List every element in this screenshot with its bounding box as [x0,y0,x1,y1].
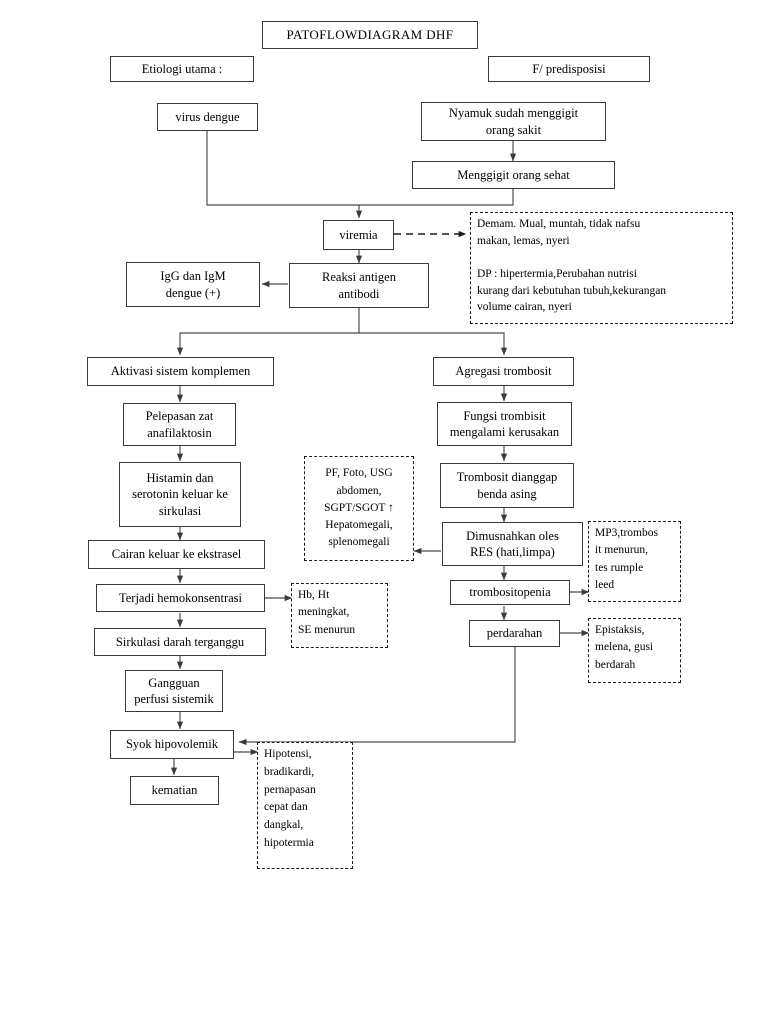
node-syok-hipovolemik: Syok hipovolemik [110,730,234,759]
node-trombositopenia: trombositopenia [450,580,570,605]
node-hipotensi-bradikardi: Hipotensi, bradikardi, pernapasan cepat … [257,742,353,869]
node-aktivasi-sistem-komplemen: Aktivasi sistem komplemen [87,357,274,386]
node-mp3-trombosit-menurun: MP3,trombos it menurun, tes rumple leed [588,521,681,602]
node-gejala-dp: Demam. Mual, muntah, tidak nafsu makan, … [470,212,733,324]
node-terjadi-hemokonsentrasi: Terjadi hemokonsentrasi [96,584,265,612]
node-f-predisposisi: F/ predisposisi [488,56,650,82]
node-menggigit-orang-sehat: Menggigit orang sehat [412,161,615,189]
edge-menggigit-viremia [359,189,514,206]
node-dimusnahkan-res: Dimusnahkan oles RES (hati,limpa) [442,522,583,566]
node-nyamuk-menggigit-orang-sakit: Nyamuk sudah menggigit orang sakit [421,102,606,141]
edge-virus-viremia [206,131,363,219]
edge-reaksi-agregasi [359,332,508,356]
node-epistaksis-melena: Epistaksis, melena, gusi berdarah [588,618,681,683]
edge-perdarahan-syok [238,647,516,746]
node-agregasi-trombosit: Agregasi trombosit [433,357,574,386]
node-reaksi-antigen-antibodi: Reaksi antigen antibodi [289,263,429,308]
edge-reaksi-aktivasi [176,308,360,356]
node-igg-igm: IgG dan IgM dengue (+) [126,262,260,307]
node-viremia: viremia [323,220,394,250]
node-kematian: kematian [130,776,219,805]
node-sirkulasi-darah-terganggu: Sirkulasi darah terganggu [94,628,266,656]
node-title: PATOFLOWDIAGRAM DHF [262,21,478,49]
node-trombosit-benda-asing: Trombosit dianggap benda asing [440,463,574,508]
node-hb-ht-meningkat: Hb, Ht meningkat, SE menurun [291,583,388,648]
node-histamin-serotonin: Histamin dan serotonin keluar ke sirkula… [119,462,241,527]
node-etiologi-utama: Etiologi utama : [110,56,254,82]
node-pemeriksaan-penunjang: PF, Foto, USG abdomen, SGPT/SGOT ↑ Hepat… [304,456,414,561]
node-virus-dengue: virus dengue [157,103,258,131]
node-fungsi-trombisit-rusak: Fungsi trombisit mengalami kerusakan [437,402,572,446]
node-perdarahan: perdarahan [469,620,560,647]
node-gangguan-perfusi-sistemik: Gangguan perfusi sistemik [125,670,223,712]
node-cairan-keluar-ekstrasel: Cairan keluar ke ekstrasel [88,540,265,569]
node-pelepasan-zat-anafilaktosin: Pelepasan zat anafilaktosin [123,403,236,446]
